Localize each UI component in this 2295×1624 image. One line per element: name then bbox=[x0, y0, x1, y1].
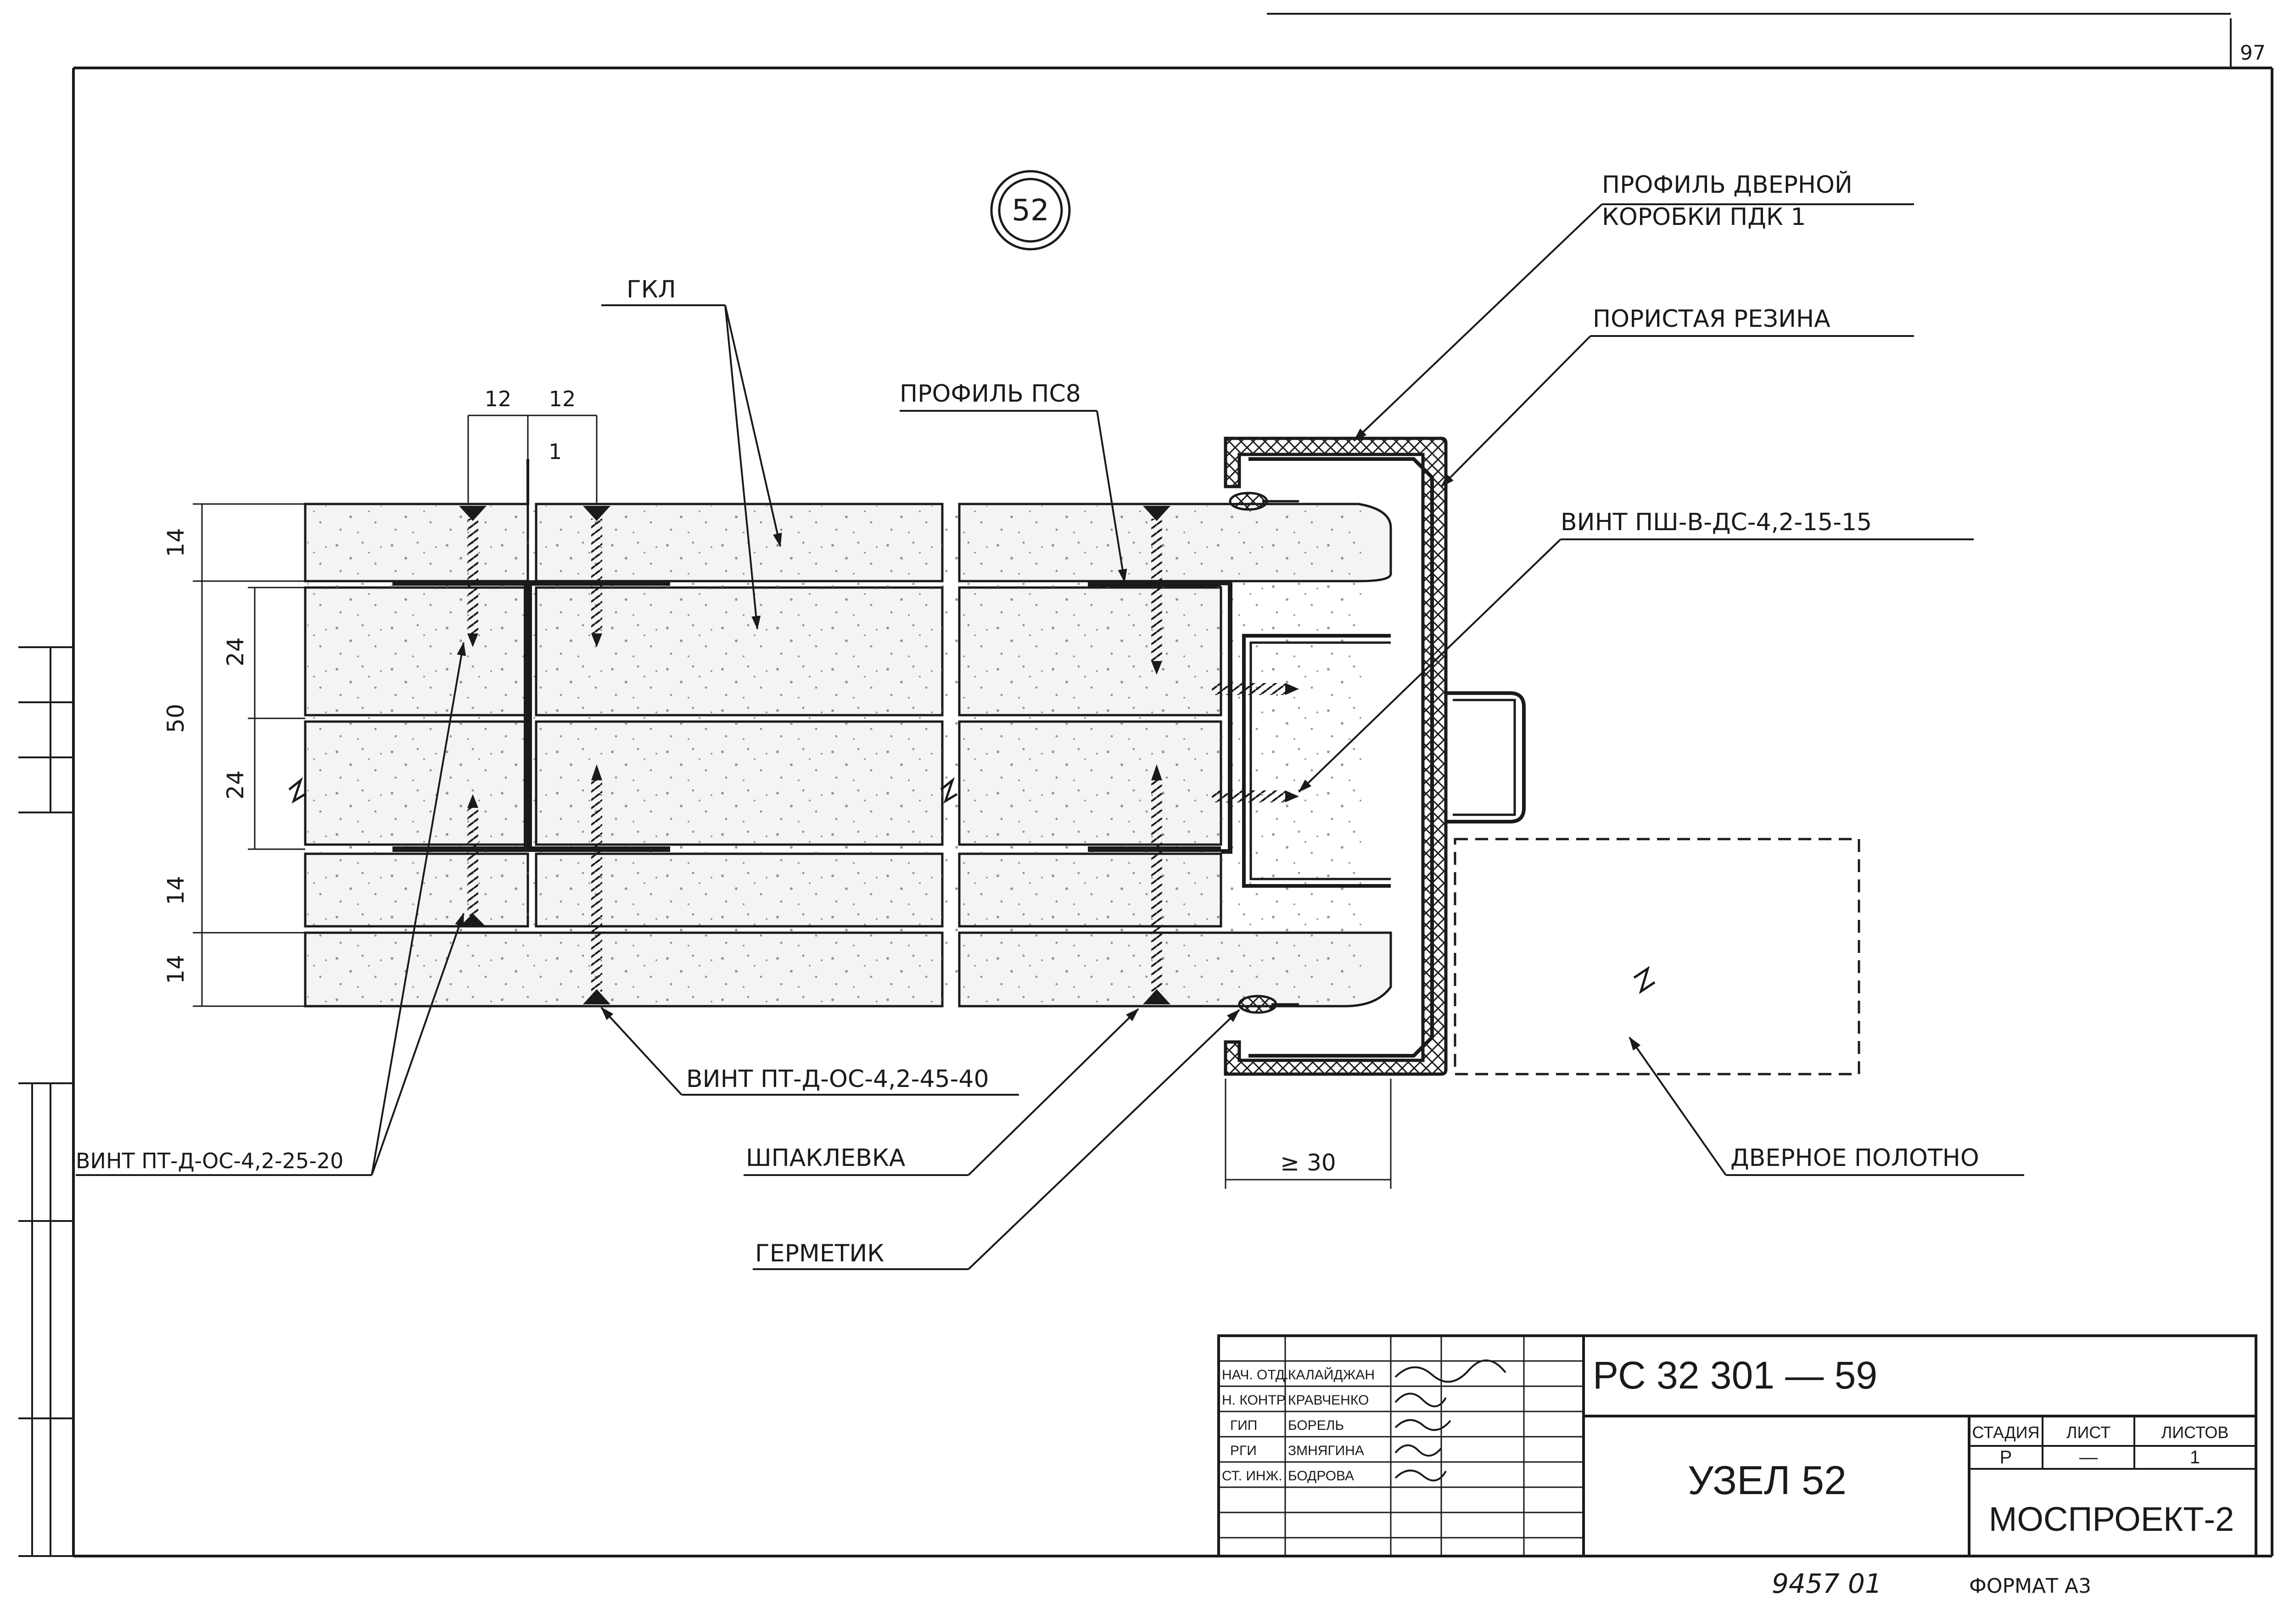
sheets-value: 1 bbox=[2190, 1447, 2200, 1467]
label-porous-rubber: ПОРИСТАЯ РЕЗИНА bbox=[1593, 305, 1830, 333]
label-profile-ps8: ПРОФИЛЬ ПС8 bbox=[900, 380, 1081, 408]
dim-min-30: ≥ 30 bbox=[1280, 1149, 1336, 1176]
role-4: РГИ bbox=[1230, 1443, 1257, 1458]
dim-50: 50 bbox=[162, 704, 189, 733]
label-screw-pt40: ВИНТ ПТ-Д-ОС-4,2-45-40 bbox=[686, 1065, 989, 1093]
sheets-header: ЛИСТОВ bbox=[2161, 1423, 2229, 1442]
door-frame-profile bbox=[1212, 437, 1526, 1076]
stage-value: Р bbox=[2000, 1447, 2012, 1467]
sheet-number: 97 bbox=[2240, 41, 2266, 65]
dim-24-bottom: 24 bbox=[222, 770, 249, 800]
role-3: ГИП bbox=[1230, 1418, 1257, 1433]
node-marker-number: 52 bbox=[1012, 194, 1049, 228]
screw bbox=[459, 794, 487, 927]
dim-12-right: 12 bbox=[549, 386, 576, 411]
screw bbox=[583, 506, 610, 647]
node-marker: 52 bbox=[990, 170, 1071, 251]
sheet-header: ЛИСТ bbox=[2066, 1423, 2110, 1442]
drywall-screws bbox=[459, 506, 1170, 1004]
dim-14-bottom: 14 bbox=[162, 955, 189, 984]
organization: МОСПРОЕКТ-2 bbox=[1989, 1500, 2234, 1538]
screw bbox=[1143, 506, 1170, 675]
name-4: ЗМНЯГИНА bbox=[1288, 1443, 1364, 1458]
label-screw-psh: ВИНТ ПШ-В-ДС-4,2-15-15 bbox=[1561, 509, 1872, 536]
dim-14-mid: 14 bbox=[162, 876, 189, 905]
name-3: БОРЕЛЬ bbox=[1288, 1418, 1344, 1433]
door-leaf bbox=[1454, 838, 1860, 1075]
signatures bbox=[1394, 1359, 1506, 1482]
label-putty: ШПАКЛЕВКА bbox=[746, 1144, 906, 1172]
label-door-frame-1: ПРОФИЛЬ ДВЕРНОЙ bbox=[1602, 171, 1853, 199]
label-screw-pt20: ВИНТ ПТ-Д-ОС-4,2-25-20 bbox=[76, 1148, 343, 1173]
label-sealant: ГЕРМЕТИК bbox=[755, 1240, 884, 1267]
doc-title: УЗЕЛ 52 bbox=[1688, 1457, 1847, 1503]
role-5: СТ. ИНЖ. bbox=[1222, 1468, 1282, 1484]
label-door-frame-2: КОРОБКИ ПДК 1 bbox=[1602, 203, 1806, 231]
name-1: КАЛАЙДЖАН bbox=[1288, 1367, 1375, 1383]
role-1: НАЧ. ОТД. bbox=[1222, 1367, 1288, 1383]
inventory-number: 9457 01 bbox=[1772, 1568, 1882, 1599]
name-2: КРАВЧЕНКО bbox=[1288, 1393, 1369, 1408]
label-gkl: ГКЛ bbox=[627, 276, 676, 303]
name-5: БОДРОВА bbox=[1288, 1468, 1354, 1484]
sheet-frame bbox=[18, 13, 2273, 1557]
screw bbox=[459, 506, 487, 647]
screw bbox=[583, 764, 610, 1004]
stage-header: СТАДИЯ bbox=[1972, 1423, 2039, 1442]
dimension-lines bbox=[193, 414, 1392, 1189]
format-label: ФОРМАТ А3 bbox=[1969, 1574, 2091, 1598]
dim-1: 1 bbox=[549, 439, 562, 464]
leader-lines bbox=[76, 203, 2024, 1270]
role-2: Н. КОНТР. bbox=[1222, 1393, 1287, 1408]
title-block bbox=[1217, 1334, 2257, 1557]
screw bbox=[1143, 764, 1170, 1004]
sheet-value: — bbox=[2079, 1447, 2098, 1467]
break-lines bbox=[288, 777, 1656, 994]
doc-code: РС 32 301 — 59 bbox=[1593, 1354, 1877, 1397]
dim-14-top: 14 bbox=[162, 528, 189, 557]
dim-12-left: 12 bbox=[485, 386, 512, 411]
dim-24-top: 24 bbox=[222, 637, 249, 666]
label-door-leaf: ДВЕРНОЕ ПОЛОТНО bbox=[1730, 1144, 1979, 1172]
